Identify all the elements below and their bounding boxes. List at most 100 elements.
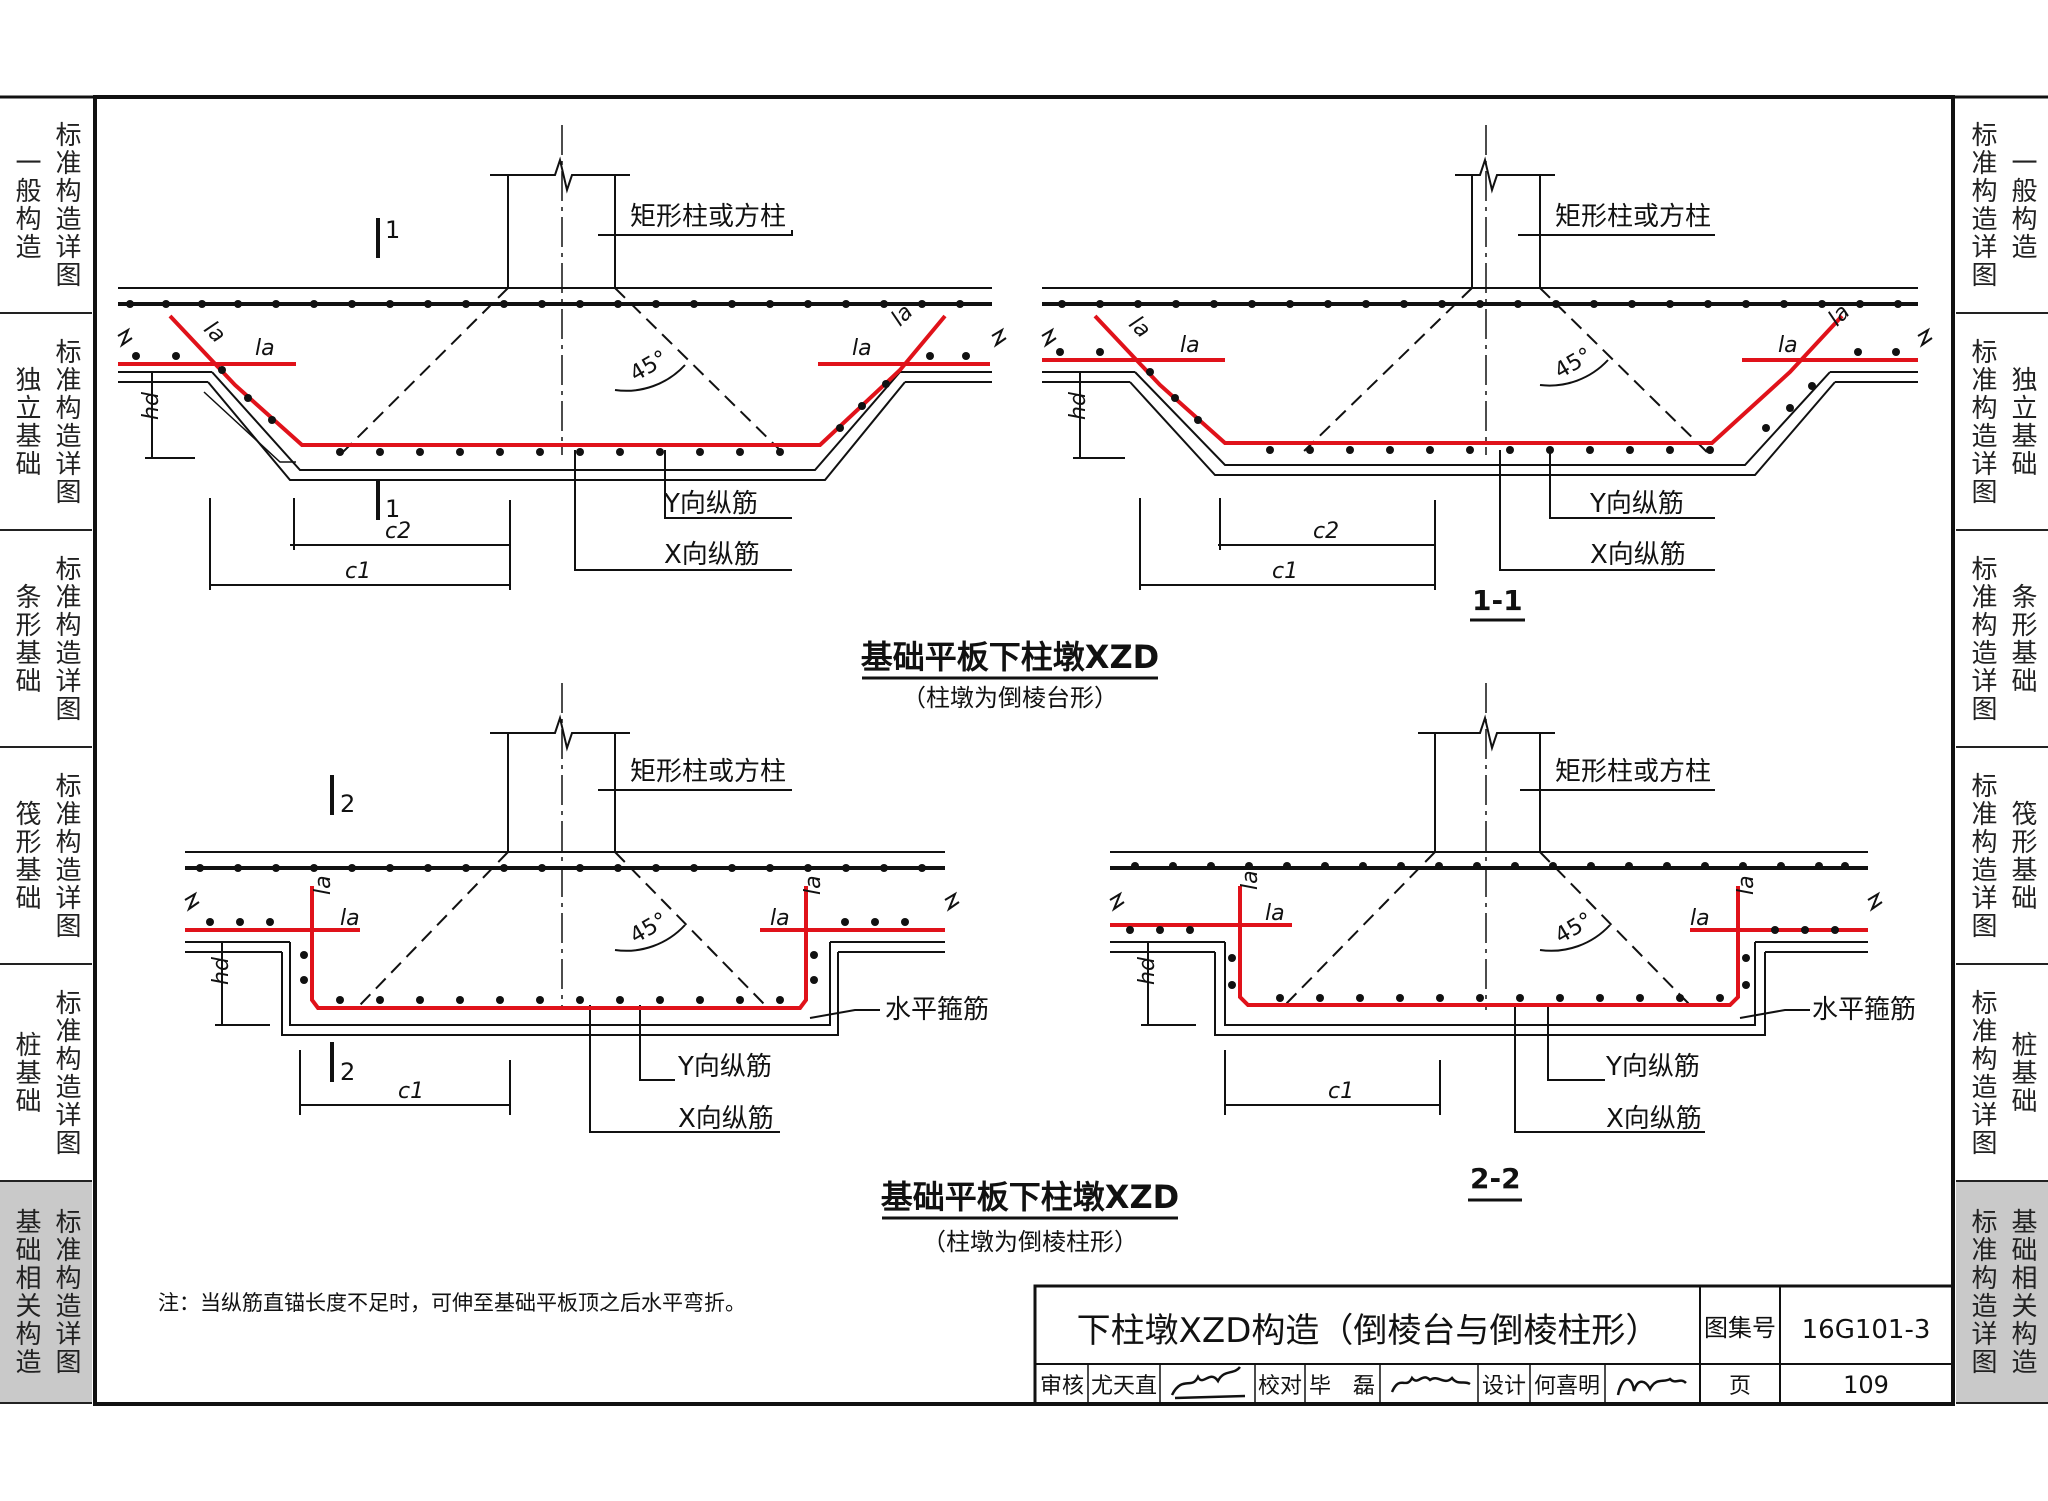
label-c2: c2: [1313, 519, 1339, 544]
rebar-dots-prism-right: [1126, 862, 1849, 1002]
title-top-sub: （柱墩为倒棱台形）: [902, 684, 1118, 712]
side-tab-kind: 标准构造详图: [1967, 120, 1997, 289]
label-hd: hd: [1066, 391, 1091, 420]
label-la: la: [1124, 312, 1156, 344]
label-stirrup: 水平箍筋: [885, 995, 989, 1025]
label-column: 矩形柱或方柱: [1555, 757, 1711, 787]
side-tab-subject: 基础相关构造: [11, 1208, 41, 1376]
side-tab-subject: 独立基础: [2007, 365, 2037, 478]
side-tab-kind: 标准构造详图: [51, 337, 81, 506]
diagram-frustum-left: [117, 125, 1007, 590]
side-tab-subject: 筏形基础: [11, 799, 41, 912]
label-la: la: [199, 317, 231, 349]
side-tab-raft-right[interactable]: 标准构造详图筏形基础: [1956, 748, 2048, 965]
label-la: la: [1180, 333, 1200, 358]
label-la: la: [311, 875, 336, 895]
title-block: 下柱墩XZD构造（倒棱台与倒棱柱形） 图集号 16G101-3 审核 尤天直 校…: [1033, 1284, 1955, 1406]
review-label: 审核: [1040, 1374, 1084, 1399]
label-la: la: [1690, 906, 1710, 931]
diagram-prism-left: [184, 683, 960, 1133]
label-la: la: [770, 906, 790, 931]
label-c1: c1: [1272, 559, 1298, 584]
side-tab-general-right[interactable]: 标准构造详图一般构造: [1956, 97, 2048, 314]
side-tab-kind: 标准构造详图: [51, 554, 81, 723]
note-text: 注：当纵筋直锚长度不足时，可伸至基础平板顶之后水平弯折。: [158, 1291, 746, 1315]
designer-signature: [1616, 1377, 1687, 1396]
side-tab-isolated-right[interactable]: 标准构造详图独立基础: [1956, 314, 2048, 531]
rebar-dots-right: [1056, 300, 1902, 454]
side-tab-subject: 一般构造: [11, 148, 41, 261]
label-c1: c1: [398, 1079, 424, 1104]
side-tab-raft-left[interactable]: 筏形基础标准构造详图: [0, 748, 92, 965]
section-mark-1: 1: [385, 216, 400, 244]
page-label: 页: [1729, 1374, 1751, 1399]
section-mark-2: 2: [340, 790, 355, 818]
side-tab-kind: 标准构造详图: [51, 120, 81, 289]
label-c2: c2: [385, 519, 411, 544]
side-tab-pile-left[interactable]: 桩基础标准构造详图: [0, 965, 92, 1182]
label-column: 矩形柱或方柱: [630, 757, 786, 787]
side-tab-kind: 标准构造详图: [51, 771, 81, 940]
label-y-bar: Y向纵筋: [663, 489, 758, 519]
label-angle: 45°: [1550, 343, 1596, 384]
section-label-2-2: 2-2: [1470, 1162, 1521, 1195]
label-y-bar: Y向纵筋: [677, 1052, 772, 1082]
label-la: la: [1238, 870, 1263, 890]
title-top-main: 基础平板下柱墩XZD: [861, 638, 1159, 676]
reviewer-name: 尤天直: [1091, 1374, 1157, 1399]
side-tab-subject: 条形基础: [2007, 582, 2037, 695]
side-tab-general-left[interactable]: 一般构造标准构造详图: [0, 97, 92, 314]
title-block-title: 下柱墩XZD构造（倒棱台与倒棱柱形）: [1077, 1311, 1660, 1351]
label-la: la: [1734, 875, 1759, 895]
label-x-bar: X向纵筋: [1590, 540, 1686, 570]
label-la: la: [255, 336, 275, 361]
label-hd: hd: [1135, 956, 1160, 985]
side-tab-subject: 条形基础: [11, 582, 41, 695]
side-tab-kind: 标准构造详图: [51, 1208, 81, 1376]
page-number: 109: [1843, 1371, 1889, 1399]
side-tab-subject: 独立基础: [11, 365, 41, 478]
checker-name: 毕 磊: [1309, 1374, 1375, 1399]
side-tab-strip-left[interactable]: 条形基础标准构造详图: [0, 531, 92, 748]
label-stirrup: 水平箍筋: [1812, 995, 1916, 1025]
side-tab-subject: 基础相关构造: [2007, 1208, 2037, 1376]
label-y-bar: Y向纵筋: [1605, 1052, 1700, 1082]
side-tab-kind: 标准构造详图: [1967, 988, 1997, 1157]
atlas-number: 16G101-3: [1802, 1315, 1931, 1345]
title-bottom-sub: （柱墩为倒棱柱形）: [922, 1228, 1138, 1256]
label-angle: 45°: [1551, 908, 1597, 949]
label-y-bar: Y向纵筋: [1589, 489, 1684, 519]
side-tab-kind: 标准构造详图: [1967, 554, 1997, 723]
label-column: 矩形柱或方柱: [630, 202, 786, 232]
section-label-1-1: 1-1: [1472, 584, 1523, 617]
side-tab-related-left[interactable]: 基础相关构造标准构造详图: [0, 1182, 92, 1404]
side-tab-subject: 筏形基础: [2007, 799, 2037, 912]
diagram-prism-right: [1109, 683, 1883, 1202]
side-tab-related-right[interactable]: 标准构造详图基础相关构造: [1956, 1182, 2048, 1404]
atlas-label: 图集号: [1704, 1314, 1776, 1342]
side-tab-isolated-left[interactable]: 独立基础标准构造详图: [0, 314, 92, 531]
label-la: la: [801, 875, 826, 895]
rebar-prism-left: [185, 886, 945, 1010]
label-la: la: [340, 906, 360, 931]
side-tab-strip-right[interactable]: 标准构造详图条形基础: [1956, 531, 2048, 748]
label-c1: c1: [345, 559, 371, 584]
side-tab-subject: 一般构造: [2007, 148, 2037, 261]
label-x-bar: X向纵筋: [1606, 1104, 1702, 1134]
check-label: 校对: [1258, 1374, 1302, 1399]
sheet-frame: [93, 95, 1955, 1406]
title-bottom-main: 基础平板下柱墩XZD: [881, 1178, 1179, 1216]
rebar-dots-prism-left: [196, 864, 926, 1004]
rebar-frustum-left: [118, 314, 990, 447]
rebar-dots-left: [126, 300, 970, 456]
side-tab-kind: 标准构造详图: [1967, 337, 1997, 506]
label-la: la: [1778, 333, 1798, 358]
label-hd: hd: [139, 391, 164, 420]
reviewer-signature: [1170, 1366, 1246, 1400]
section-mark-2: 2: [340, 1058, 355, 1086]
label-hd: hd: [209, 956, 234, 985]
label-la: la: [1265, 901, 1285, 926]
design-label: 设计: [1482, 1374, 1526, 1399]
side-tab-pile-right[interactable]: 标准构造详图桩基础: [1956, 965, 2048, 1182]
